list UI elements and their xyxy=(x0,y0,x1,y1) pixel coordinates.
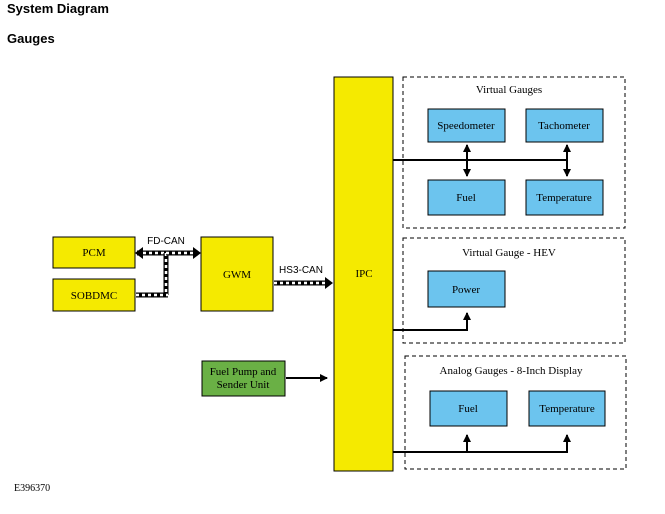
virtual-gauges-group xyxy=(402,76,626,229)
analog-fuel-label: Fuel xyxy=(458,403,478,415)
tachometer-label: Tachometer xyxy=(538,120,590,132)
sobdmc-label: SOBDMC xyxy=(71,290,117,302)
virtual-gauge-hev-group xyxy=(402,237,626,344)
page-title: System Diagram xyxy=(7,1,109,16)
virtual-gauges-connection xyxy=(393,144,571,177)
speedometer-label: Speedometer xyxy=(437,120,495,132)
virtual-gauges-label: Virtual Gauges xyxy=(476,84,542,96)
analog-temperature-box xyxy=(528,390,606,427)
hs3-can-label: HS3-CAN xyxy=(279,265,323,276)
hs3-can-bus xyxy=(274,277,333,289)
sobdmc-box xyxy=(52,278,136,312)
speedometer-box xyxy=(427,108,506,143)
power-connection xyxy=(393,312,471,331)
ipc-box xyxy=(333,76,394,472)
fd-can-label: FD-CAN xyxy=(147,236,185,247)
power-label: Power xyxy=(452,284,480,296)
gwm-label: GWM xyxy=(223,269,251,281)
virtual-fuel-label: Fuel xyxy=(456,192,476,204)
figure-id: E396370 xyxy=(14,483,50,494)
virtual-gauge-hev-label: Virtual Gauge - HEV xyxy=(462,247,556,259)
fuel-pump-label-line2: Sender Unit xyxy=(217,379,270,391)
analog-fuel-box xyxy=(429,390,508,427)
pcm-box xyxy=(52,236,136,269)
virtual-temperature-label: Temperature xyxy=(536,192,592,204)
tachometer-box xyxy=(525,108,604,143)
analog-gauges-connection xyxy=(393,434,571,453)
ipc-label: IPC xyxy=(355,268,372,280)
power-box xyxy=(427,270,506,308)
analog-temperature-label: Temperature xyxy=(539,403,595,415)
gwm-box xyxy=(200,236,274,312)
fuel-pump-label-line1: Fuel Pump and xyxy=(210,366,277,378)
analog-gauges-label: Analog Gauges - 8-Inch Display xyxy=(440,365,583,377)
virtual-fuel-box xyxy=(427,179,506,216)
fd-can-bus xyxy=(135,247,201,298)
fuel-pump-sender-box xyxy=(201,360,286,397)
analog-gauges-group xyxy=(404,355,627,470)
pcm-label: PCM xyxy=(82,247,105,259)
virtual-temperature-box xyxy=(525,179,604,216)
page-subtitle: Gauges xyxy=(7,31,55,46)
